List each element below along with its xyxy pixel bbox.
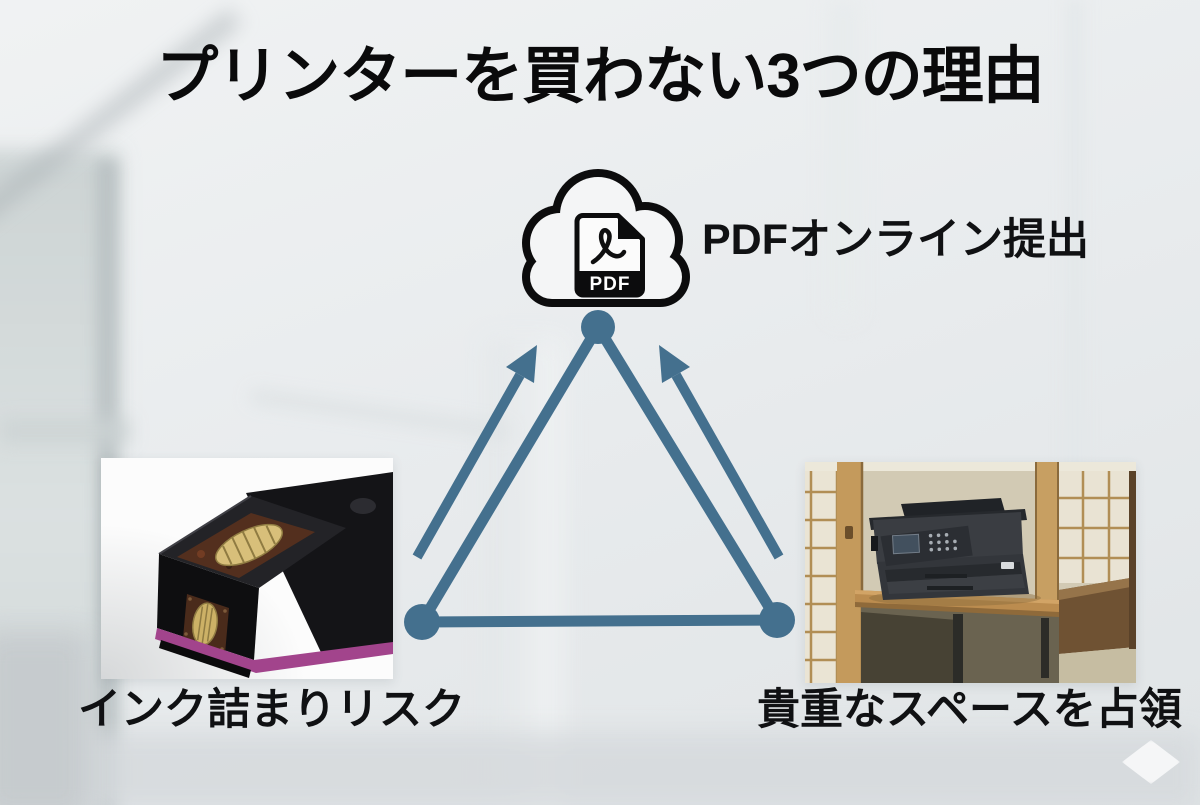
triangle-edges [417,324,782,628]
folded-corner [618,215,643,239]
pdf-file-icon: PDF [574,213,645,298]
cloud-pdf-icon: PDF [505,158,695,313]
ink-cartridge-photo [101,458,393,679]
pdf-banner-text: PDF [590,274,631,295]
printer-photo [805,462,1136,683]
acrobat-glyph [590,228,627,265]
arrowhead-right [659,345,690,383]
under-desk [861,604,1059,683]
node-bottom-right [759,602,795,638]
page-title: プリンターを買わない3つの理由 [156,42,1044,111]
arrowhead-left [506,345,537,383]
magenta-strip [155,628,393,673]
arrow-right-up [659,345,784,560]
printer-control-panel [880,525,973,567]
printer-logo [1001,562,1014,569]
label-pdf-online: PDFオンライン提出 [702,216,1089,264]
printer-tray-upper [885,562,1022,582]
printer [869,498,1041,606]
printer-keypad [928,533,958,552]
triangle-edge-bottom [421,614,778,628]
shoji-door-right [1059,471,1136,583]
label-ink-clog: インク詰まりリスク [78,686,465,734]
cloud-icon: PDF [522,169,690,307]
triangle-edge-right [593,324,782,623]
triangle-edge-left [417,324,603,625]
gold-nozzle-pad [215,523,283,567]
triangle-nodes [404,310,795,640]
printer-tray-lower [887,574,1025,594]
node-top [581,310,615,344]
side-desk [1059,471,1136,683]
pdf-banner [577,271,643,295]
shoji-door-left [805,471,839,683]
printer-screen [891,533,920,555]
wood-pillar-left [837,462,864,683]
label-space-occupied: 貴重なスペースを占領 [757,686,1182,734]
arrow-left-up [412,345,537,560]
node-bottom-left [404,604,440,640]
ink-cartridge [155,472,393,678]
